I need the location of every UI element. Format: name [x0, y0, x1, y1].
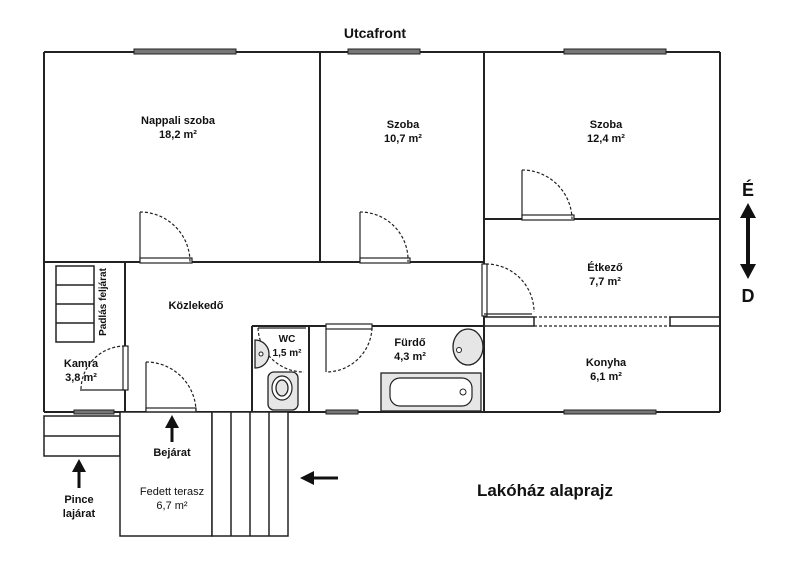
cellar-label-line2: lajárat	[63, 508, 96, 520]
room-area-etkezo: 7,7 m²	[589, 276, 621, 288]
room-name-nappali: Nappali szoba	[141, 115, 216, 127]
room-name-szoba2: Szoba	[590, 119, 623, 131]
window-furdo	[325, 409, 359, 415]
cellar-stairs-icon	[43, 415, 121, 457]
window-kamra	[73, 409, 115, 415]
bathtub-icon	[380, 372, 482, 412]
door-entrance	[145, 361, 197, 414]
steps-arrow-icon	[300, 471, 338, 485]
door-szoba1	[359, 211, 411, 264]
room-area-nappali: 18,2 m²	[159, 129, 197, 141]
door-furdo	[325, 323, 373, 373]
compass-arrow-icon	[740, 203, 756, 279]
room-area-wc: 1,5 m²	[273, 348, 303, 359]
room-area-szoba1: 10,7 m²	[384, 133, 422, 145]
door-nappali	[139, 211, 193, 264]
door-kamra	[80, 345, 129, 391]
door-szoba2	[521, 169, 575, 221]
plan-title: Lakóház alaprajz	[477, 481, 613, 500]
toilet-icon	[267, 371, 299, 411]
room-name-szoba1: Szoba	[387, 119, 420, 131]
entry-steps-icon	[211, 411, 289, 537]
compass-north-label: É	[742, 179, 754, 200]
room-area-konyha: 6,1 m²	[590, 371, 622, 383]
windows	[73, 48, 667, 415]
terrace	[119, 411, 213, 537]
room-area-terasz: 6,7 m²	[156, 500, 188, 512]
compass-south-label: D	[742, 286, 755, 306]
labels: Utcafront Nappali szoba 18,2 m² Szoba 10…	[63, 25, 755, 520]
room-name-kozlekedo: Közlekedő	[168, 300, 223, 312]
door-wc	[257, 327, 306, 373]
street-label: Utcafront	[344, 25, 407, 41]
room-name-kamra: Kamra	[64, 358, 99, 370]
room-name-konyha: Konyha	[586, 357, 627, 369]
room-area-kamra: 3,8 m²	[65, 372, 97, 384]
wc-sink-icon	[254, 339, 270, 369]
window-szoba2	[563, 48, 667, 55]
door-etkezo	[481, 263, 535, 317]
fixtures	[43, 265, 484, 537]
cellar-label-line1: Pince	[64, 494, 93, 506]
window-nappali	[133, 48, 237, 55]
attic-access-label: Padlás feljárat	[98, 267, 109, 335]
room-area-furdo: 4,3 m²	[394, 351, 426, 363]
window-szoba1	[347, 48, 421, 55]
window-konyha	[563, 409, 657, 415]
room-name-etkezo: Étkező	[587, 261, 623, 274]
interior-walls	[44, 52, 721, 412]
room-name-furdo: Fürdő	[394, 337, 425, 349]
doors	[80, 169, 575, 414]
attic-stairs-icon	[55, 265, 95, 343]
sink-icon	[452, 328, 484, 366]
room-area-szoba2: 12,4 m²	[587, 133, 625, 145]
entrance-arrow-icon	[165, 415, 179, 442]
room-name-wc: WC	[279, 334, 296, 345]
cellar-arrow-icon	[72, 459, 86, 488]
room-name-terasz: Fedett terasz	[140, 486, 204, 498]
entrance-label: Bejárat	[153, 447, 191, 459]
arrows	[72, 203, 756, 488]
